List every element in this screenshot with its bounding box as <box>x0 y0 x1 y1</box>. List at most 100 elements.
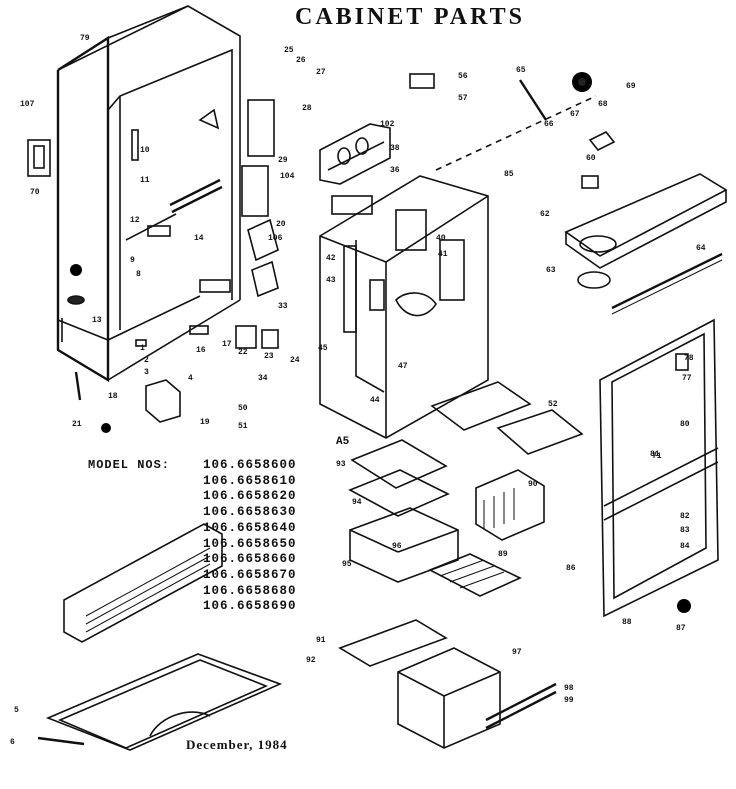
callout-80: 80 <box>680 420 690 429</box>
callout-68: 68 <box>598 100 608 109</box>
model-number: 106.6658620 <box>203 489 297 504</box>
model-number: 106.6658680 <box>203 583 297 598</box>
callout-9: 9 <box>130 256 135 265</box>
callout-38: 38 <box>390 144 400 153</box>
model-number: 106.6658640 <box>203 520 297 535</box>
callout-82: 82 <box>680 512 690 521</box>
callout-18: 18 <box>108 392 118 401</box>
freezer-liner <box>319 175 489 439</box>
callout-24: 24 <box>290 356 300 365</box>
callout-23: 23 <box>264 352 274 361</box>
callout-90: 90 <box>528 480 538 489</box>
callout-labels: 79 25 26 27 28 107 70 10 13 19 29 104 10… <box>10 34 706 747</box>
cabinet-hardware <box>125 99 279 298</box>
callout-102: 102 <box>380 120 395 129</box>
door-liner-frame <box>599 318 719 618</box>
drawer-assemblies <box>338 507 557 749</box>
callout-63: 63 <box>546 266 556 275</box>
callout-88: 88 <box>622 618 632 627</box>
callout-71: 71 <box>652 452 662 461</box>
callout-66: 66 <box>544 120 554 129</box>
callout-2: 2 <box>144 356 149 365</box>
callout-1: 1 <box>140 344 145 353</box>
callout-17: 17 <box>222 340 232 349</box>
callout-104: 104 <box>280 172 295 181</box>
callout-78: 78 <box>684 354 694 363</box>
callout-5: 5 <box>14 706 19 715</box>
callout-21: 21 <box>72 420 82 429</box>
callout-44: 44 <box>370 396 380 405</box>
callout-34: 34 <box>258 374 268 383</box>
callout-97: 97 <box>512 648 522 657</box>
callout-6: 6 <box>10 738 15 747</box>
callout-56: 56 <box>458 72 468 81</box>
callout-26: 26 <box>296 56 306 65</box>
callout-89: 89 <box>498 550 508 559</box>
model-number: 106.6658690 <box>203 599 297 614</box>
model-number: 106.6658600 <box>203 458 297 472</box>
callout-69: 69 <box>626 82 636 91</box>
callout-79: 79 <box>80 34 90 43</box>
callout-94: 94 <box>352 498 362 507</box>
callout-52: 52 <box>548 400 558 409</box>
callout-98: 98 <box>564 684 574 693</box>
callout-43: 43 <box>326 276 336 285</box>
callout-41: 41 <box>438 250 448 259</box>
callout-86: 86 <box>566 564 576 573</box>
callout-91: 91 <box>316 636 326 645</box>
left-small-parts <box>27 139 279 433</box>
diagram-title: CABINET PARTS <box>295 4 525 30</box>
callout-51: 51 <box>238 422 248 431</box>
model-number: 106.6658670 <box>203 567 297 582</box>
callout-4: 4 <box>188 374 193 383</box>
callout-50: 50 <box>238 404 248 413</box>
callout-42: 42 <box>326 254 336 263</box>
section-label: A5 <box>336 436 350 448</box>
callout-19: 19 <box>200 418 210 427</box>
model-number: 106.6658610 <box>203 473 297 488</box>
damper-control-parts <box>435 72 616 189</box>
callout-57: 57 <box>458 94 468 103</box>
callout-45: 45 <box>318 344 328 353</box>
callout-22: 22 <box>238 348 248 357</box>
callout-62: 62 <box>540 210 550 219</box>
model-number: 106.6658660 <box>203 552 297 567</box>
air-handler-assembly <box>319 73 435 215</box>
callout-14: 14 <box>194 234 204 243</box>
callout-8: 8 <box>136 270 141 279</box>
callout-106: 106 <box>268 234 283 243</box>
callout-28: 28 <box>302 104 312 113</box>
callout-60: 60 <box>586 154 596 163</box>
callout-87: 87 <box>676 624 686 633</box>
model-numbers-label: MODEL NOS: <box>88 458 171 472</box>
model-numbers-list: 106.6658600 106.6658610 106.6658620 106.… <box>203 458 297 615</box>
callout-95: 95 <box>342 560 352 569</box>
callout-40: 40 <box>436 234 446 243</box>
drain-pan <box>37 653 283 751</box>
callout-84: 84 <box>680 542 690 551</box>
callout-16: 16 <box>196 346 206 355</box>
callout-70: 70 <box>30 188 40 197</box>
publication-date: December, 1984 <box>186 737 288 752</box>
callout-92: 92 <box>306 656 316 665</box>
callout-107: 107 <box>20 100 35 109</box>
callout-83: 83 <box>680 526 690 535</box>
callout-81: 81 <box>650 450 660 459</box>
model-number: 106.6658630 <box>203 505 297 520</box>
callout-29: 29 <box>278 156 288 165</box>
callout-47: 47 <box>398 362 408 371</box>
callout-10: 10 <box>140 146 150 155</box>
callout-77: 77 <box>682 374 692 383</box>
callout-12: 12 <box>130 216 140 225</box>
model-number: 106.6658650 <box>203 536 297 551</box>
freezer-shelves <box>348 381 584 541</box>
callout-20: 20 <box>276 220 286 229</box>
callout-67: 67 <box>570 110 580 119</box>
callout-33: 33 <box>278 302 288 311</box>
callout-11: 11 <box>140 176 150 185</box>
callout-65: 65 <box>516 66 526 75</box>
crisper-cover-tray <box>564 173 728 315</box>
callout-3: 3 <box>144 368 149 377</box>
main-cabinet-shell <box>56 5 241 383</box>
